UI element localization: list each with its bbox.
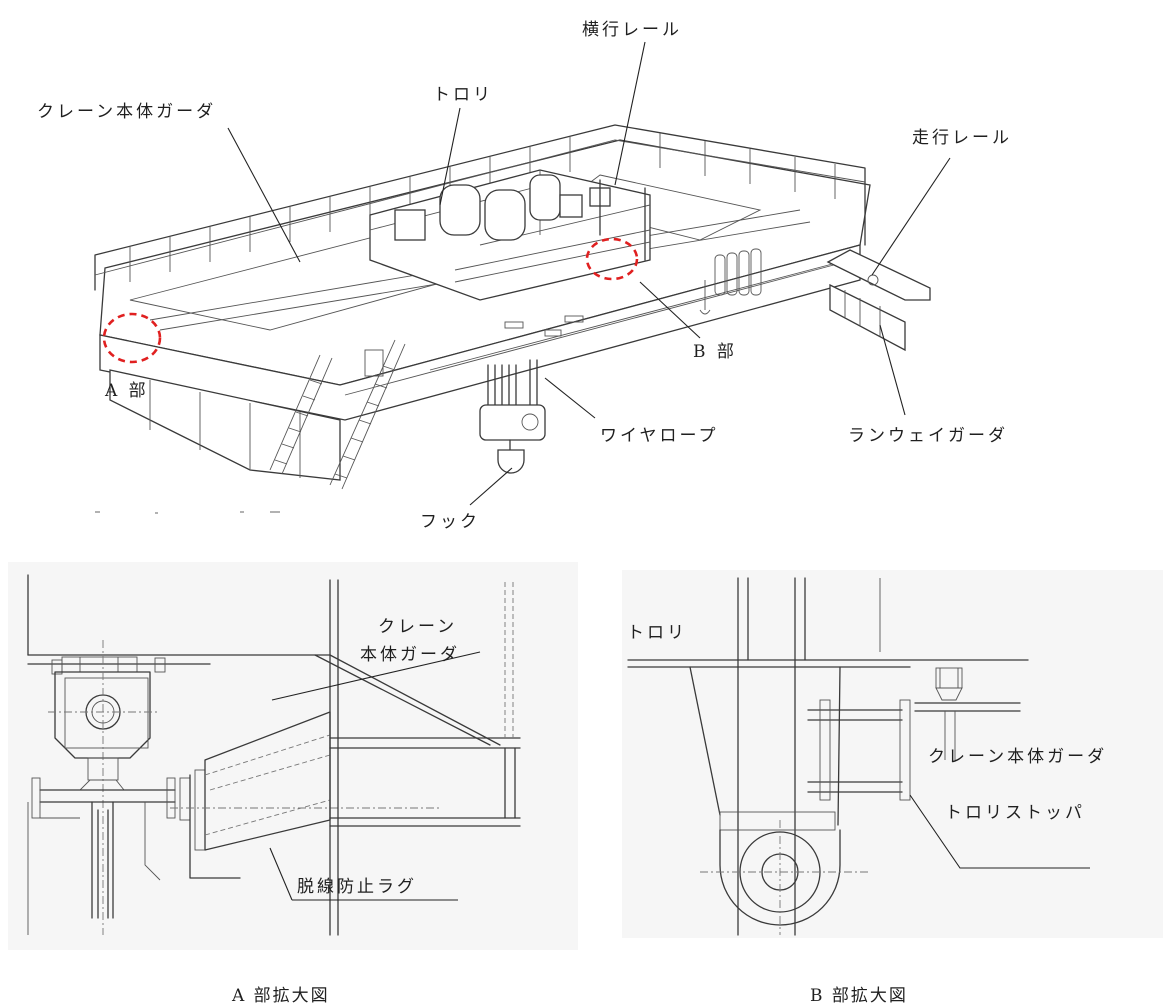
label-part-b: B 部 — [693, 342, 737, 362]
label-traverse-rail: 横行レール — [582, 20, 682, 40]
girder-front-face — [99, 244, 861, 421]
leader-lines-top — [227, 41, 951, 506]
label-wire-rope: ワイヤロープ — [600, 426, 718, 446]
leader-derail-lug-arrow — [269, 847, 293, 901]
detail-b-panel — [622, 570, 1163, 938]
hook-assembly — [479, 359, 546, 474]
label-b-trolley: トロリ — [627, 623, 687, 643]
part-b-marker — [585, 237, 639, 281]
label-trolley-top: トロリ — [433, 85, 493, 105]
label-runway-girder: ランウェイガーダ — [848, 426, 1008, 446]
detail-b-drawing — [622, 570, 1163, 938]
leader-a-girder — [271, 651, 481, 701]
label-hook: フック — [420, 512, 480, 532]
label-trolley-stopper: トロリストッパ — [945, 803, 1085, 823]
label-b-crane-girder: クレーン本体ガーダ — [928, 747, 1107, 767]
label-running-rail: 走行レール — [912, 128, 1012, 148]
label-a-crane-girder-2: 本体ガーダ — [360, 645, 460, 665]
caption-b-detail: B 部拡大図 — [810, 986, 908, 1005]
caption-a-detail: A 部拡大図 — [231, 986, 330, 1005]
detail-a-drawing — [8, 562, 578, 950]
detail-a-panel — [8, 562, 578, 950]
stairs — [269, 339, 406, 490]
hoist-drums — [699, 248, 762, 315]
label-part-a: A 部 — [104, 381, 149, 401]
trolley-machinery — [369, 169, 651, 301]
label-derail-lug: 脱線防止ラグ — [297, 877, 417, 897]
crane-isometric-drawing — [94, 124, 931, 514]
label-a-crane-girder-1: クレーン — [378, 617, 457, 637]
label-crane-girder-top: クレーン本体ガーダ — [37, 102, 216, 122]
leader-trolley-stopper — [909, 794, 1090, 869]
part-a-marker — [102, 312, 162, 364]
runway-girder — [826, 249, 931, 352]
